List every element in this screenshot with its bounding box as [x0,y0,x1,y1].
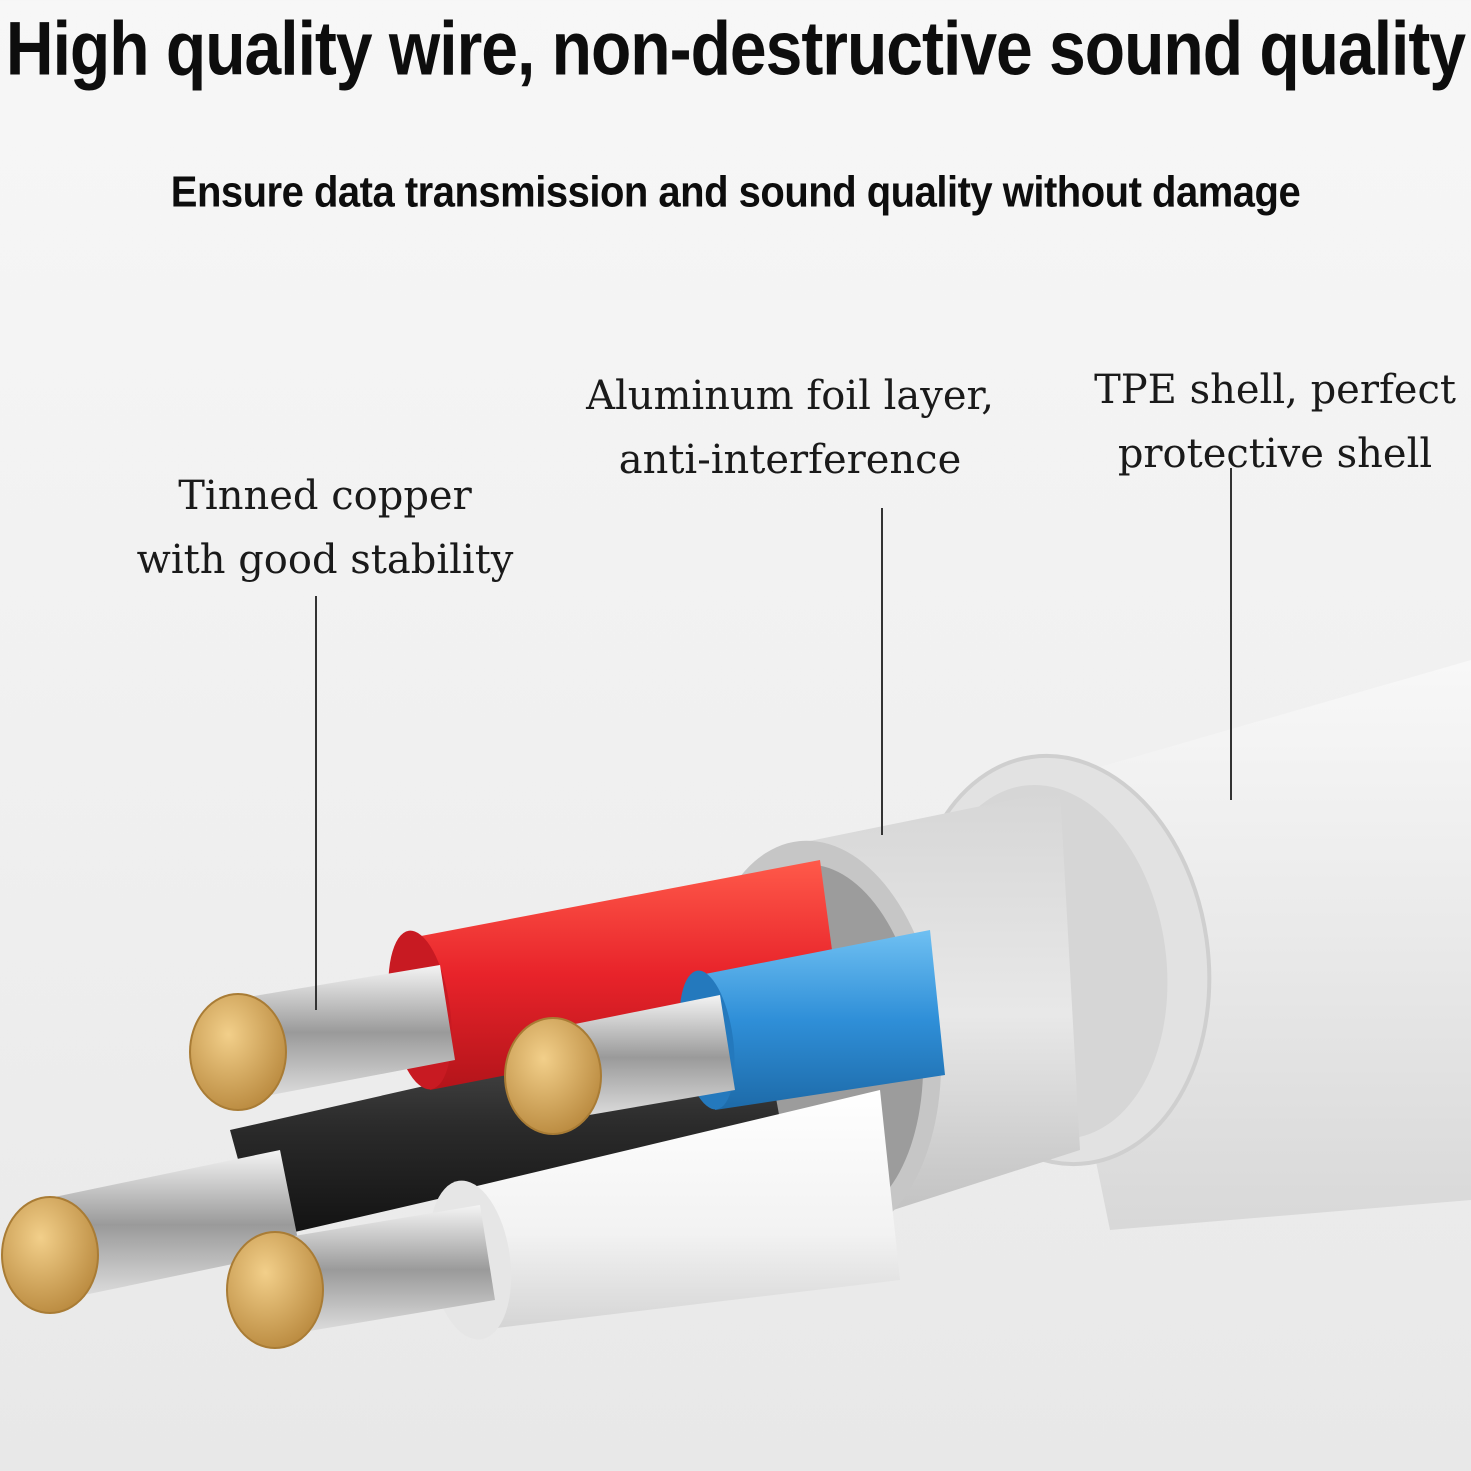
callout-tinned-copper: Tinned copper with good stability [100,464,550,592]
copper-strand-end-2 [504,1017,602,1135]
copper-strand-end-3 [1,1196,99,1314]
callout-tpe-shell-line1: TPE shell, perfect [1094,367,1456,413]
page-title: High quality wire, non-destructive sound… [5,5,1466,91]
callout-tpe-shell-line2: protective shell [1117,431,1433,477]
callout-aluminum-foil: Aluminum foil layer, anti-interference [540,364,1040,492]
white-insulated-wire [270,1090,900,1340]
callout-aluminum-foil-line1: Aluminum foil layer, [586,373,994,419]
page-subtitle: Ensure data transmission and sound quali… [170,167,1301,217]
copper-strand-end-4 [226,1231,324,1349]
copper-strand-end-1 [189,993,287,1111]
callout-tinned-copper-line1: Tinned copper [178,473,472,519]
red-insulated-wire [230,860,840,1100]
callout-aluminum-foil-line2: anti-interference [618,437,962,483]
callout-tpe-shell: TPE shell, perfect protective shell [1065,358,1471,486]
callout-tinned-copper-line2: with good stability [136,537,514,583]
